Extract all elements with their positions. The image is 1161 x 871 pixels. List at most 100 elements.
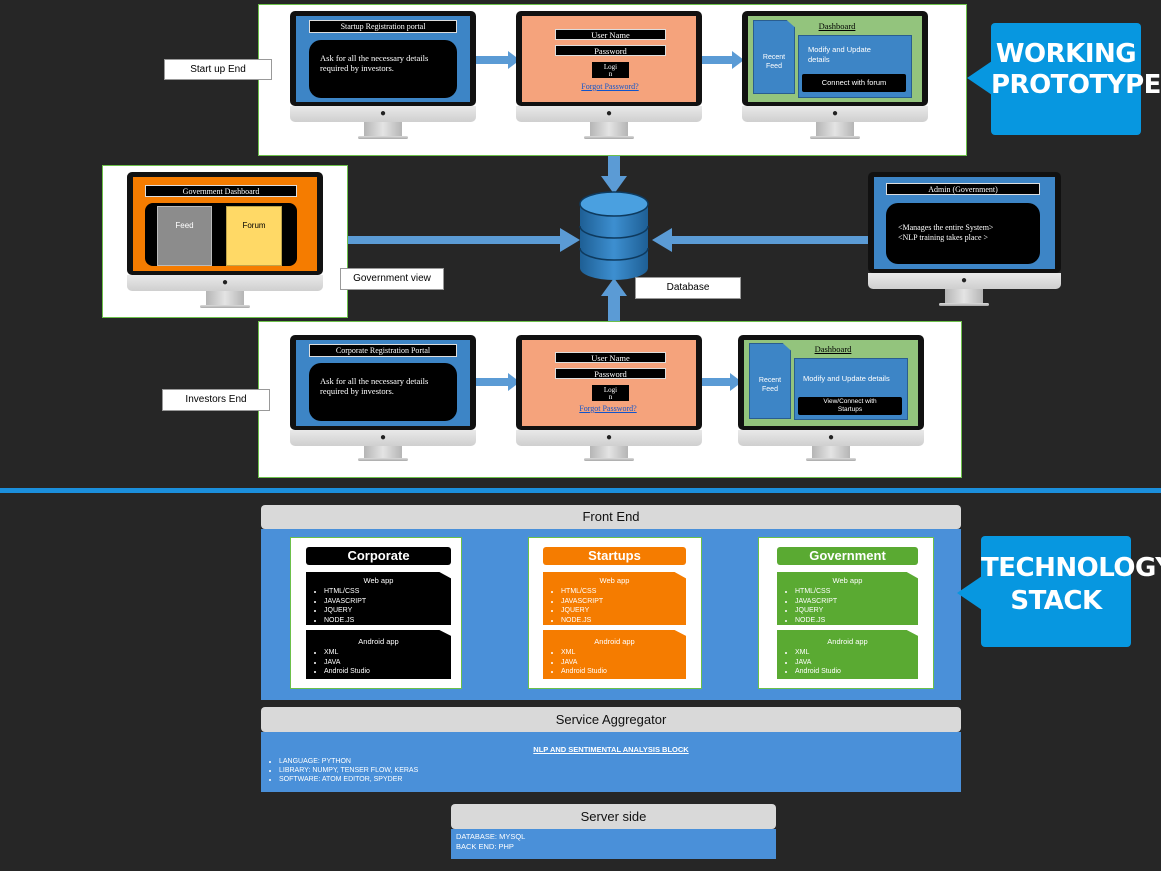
list-item: JQUERY [561,606,686,616]
monitor-base [584,136,634,139]
arrow-up-icon [601,278,627,322]
apple-logo-icon: ● [605,432,613,443]
corporate-web-card: Web app HTML/CSS JAVASCRIPT JQUERY NODE.… [306,572,451,625]
list-item: NODE.JS [324,616,451,626]
corporate-title: Corporate [306,547,451,565]
arrow-right-icon [476,51,520,69]
list-item: Android Studio [561,667,686,677]
investor-view-connect-button[interactable]: View/Connect with Startups [798,397,902,415]
list-item: XML [561,648,686,658]
list-item: XML [324,648,451,658]
startup-dashboard-title: Dashboard [818,21,856,31]
monitor-stand [590,446,628,458]
startup-username-field[interactable]: User Name [555,29,666,40]
recent-feed-line1: Recent [762,54,786,61]
startup-recent-feed[interactable]: Recent Feed [753,20,795,94]
monitor-base [584,458,634,461]
government-title: Government [777,547,918,565]
monitor-stand [590,122,628,136]
investor-recent-feed[interactable]: Recent Feed [749,343,791,419]
corporate-web-title: Web app [363,576,394,585]
startups-android-list: XML JAVA Android Studio [543,648,686,677]
callout-line2: PROTOTYPE [991,70,1161,100]
monitor-chin [127,275,323,291]
government-dashboard-title: Government Dashboard [145,185,297,197]
monitor-base [806,458,856,461]
list-item: HTML/CSS [561,587,686,597]
working-prototype-callout: WORKING PROTOTYPE [967,23,1161,135]
list-item: HTML/CSS [795,587,918,597]
startup-forgot-password-link[interactable]: Forgot Password? [581,82,639,91]
monitor-stand [206,291,244,305]
service-aggregator-list: LANGUAGE: PYTHON LIBRARY: NUMPY, TENSER … [261,757,961,784]
list-item: JQUERY [795,606,918,616]
monitor-chin [742,106,928,122]
view-connect-line1: View/Connect with [823,398,877,405]
list-item: JAVASCRIPT [795,597,918,607]
list-item: NODE.JS [561,616,686,626]
admin-line1: <Manages the entire System> [898,223,994,232]
apple-logo-icon: ● [831,108,839,119]
list-item: JAVASCRIPT [561,597,686,607]
database-label: Database [635,277,741,299]
monitor-stand [812,446,850,458]
list-item: SOFTWARE: ATOM EDITOR, SPYDER [279,775,961,784]
government-view-label: Government view [340,268,444,290]
corporate-android-card: Android app XML JAVA Android Studio [306,630,451,679]
callout-line1: TECHNOLOGY [981,553,1161,583]
apple-logo-icon: ● [379,108,387,119]
startup-end-label: Start up End [164,59,272,80]
startup-password-field[interactable]: Password [555,45,666,56]
investor-login-button[interactable]: Logi n [592,385,629,401]
technology-stack-callout: TECHNOLOGY STACK [957,536,1161,647]
monitor-base [358,136,408,139]
investor-username-field[interactable]: User Name [555,352,666,363]
apple-logo-icon: ● [960,275,968,286]
login-label-2: n [608,393,613,401]
list-item: HTML/CSS [324,587,451,597]
server-database-line: DATABASE: MYSQL [456,832,526,841]
monitor-chin [290,430,476,446]
list-item: LANGUAGE: PYTHON [279,757,961,766]
government-android-title: Android app [827,637,868,646]
monitor-chin [516,106,702,122]
startup-connect-forum-button[interactable]: Connect with forum [802,74,906,92]
admin-line2: <NLP training takes place > [898,233,989,242]
list-item: JQUERY [324,606,451,616]
service-aggregator-header: Service Aggregator [261,707,961,732]
government-android-list: XML JAVA Android Studio [777,648,918,677]
section-divider [0,488,1161,493]
monitor-stand [364,122,402,136]
apple-logo-icon: ● [605,108,613,119]
recent-feed-line2: Feed [766,63,782,70]
investor-modify-text: Modify and Update details [803,374,890,383]
startups-web-list: HTML/CSS JAVASCRIPT JQUERY NODE.JS [543,587,686,625]
startup-registration-body: Ask for all the necessary details requir… [309,40,457,98]
callout-pointer-icon [967,61,992,95]
login-label-1: Logi [603,386,618,394]
list-item: NODE.JS [795,616,918,626]
apple-logo-icon: ● [221,277,229,288]
front-end-header: Front End [261,505,961,529]
callout-line2: STACK [1010,586,1102,616]
list-item: JAVASCRIPT [324,597,451,607]
list-item: XML [795,648,918,658]
admin-title: Admin (Government) [886,183,1040,195]
server-backend-line: BACK END: PHP [456,842,514,851]
government-android-card: Android app XML JAVA Android Studio [777,630,918,679]
investor-password-field[interactable]: Password [555,368,666,379]
government-web-list: HTML/CSS JAVASCRIPT JQUERY NODE.JS [777,587,918,625]
government-feed-panel[interactable]: Feed [157,206,212,266]
government-forum-panel[interactable]: Forum [226,206,282,266]
admin-body: <Manages the entire System> <NLP trainin… [886,203,1040,264]
nlp-block-title: NLP AND SENTIMENTAL ANALYSIS BLOCK [533,745,689,754]
investor-registration-title: Corporate Registration Portal [309,344,457,357]
startup-login-button[interactable]: Logi n [592,62,629,78]
startups-web-title: Web app [599,576,630,585]
arrow-right-icon [348,228,580,252]
startups-title: Startups [543,547,686,565]
investor-forgot-password-link[interactable]: Forgot Password? [579,404,637,413]
callout-pointer-icon [957,576,982,610]
government-web-card: Web app HTML/CSS JAVASCRIPT JQUERY NODE.… [777,572,918,625]
list-item: Android Studio [795,667,918,677]
